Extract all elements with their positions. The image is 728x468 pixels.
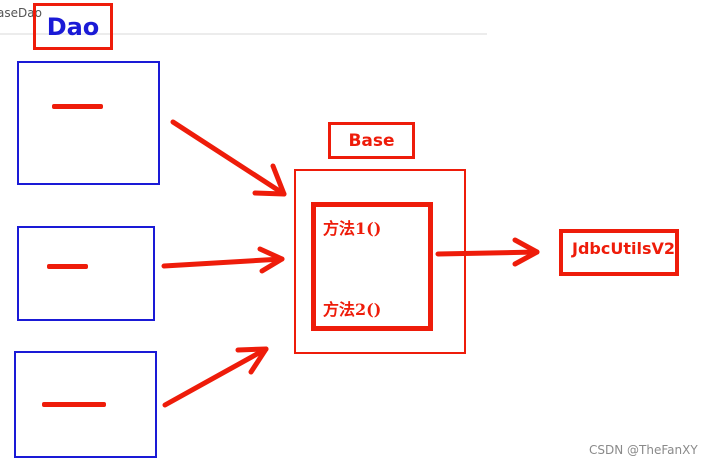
tab-strip [0, 33, 487, 35]
base-methods-box [311, 202, 433, 331]
arrow-dao2-to-base [161, 246, 285, 274]
arrow-dao3-to-base [162, 346, 269, 408]
dao-box-1-dash [52, 104, 103, 109]
dao-box-3 [14, 351, 157, 458]
dao-box-2-dash [47, 264, 88, 269]
dao-box-3-dash [42, 402, 106, 407]
base-class-box [294, 169, 466, 354]
jdbc-utils-box: JdbcUtilsV2 [559, 229, 679, 276]
method-2-label: 方法2() [323, 300, 382, 319]
arrow-base-to-utils [435, 237, 540, 267]
tab-label[interactable]: aseDao [0, 6, 42, 20]
dao-title: Dao [33, 3, 113, 50]
method-1-label: 方法1() [323, 219, 382, 238]
dao-box-2 [17, 226, 155, 321]
dao-box-1 [17, 61, 160, 185]
arrow-dao1-to-base [170, 119, 287, 197]
base-title: Base [328, 122, 415, 159]
watermark: CSDN @TheFanXY [589, 443, 698, 457]
